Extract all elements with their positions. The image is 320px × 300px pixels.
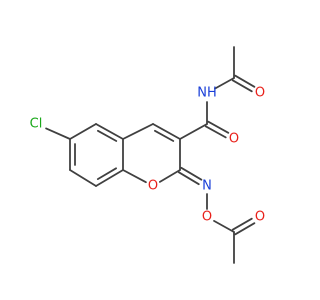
atom-label-o-ox: O — [202, 210, 212, 225]
bond-O_ring-C2 — [158, 169, 181, 183]
bond-C8a-O_ring — [122, 169, 147, 184]
bond-amideC-O2-a — [204, 125, 227, 139]
bond-O_ox-acylC2 — [213, 219, 235, 233]
bond-C8-C8a — [95, 169, 124, 187]
atom-label-cl: Cl — [30, 117, 43, 132]
atom-label-o-ring: O — [148, 179, 158, 194]
atom-label-o3: O — [255, 210, 265, 225]
bond-C4a-C5 — [95, 123, 124, 140]
bond-C3-C4 — [152, 123, 181, 140]
bond-acylC2-O3-a — [234, 222, 256, 236]
bond-amideC-O2-b — [207, 120, 230, 134]
bond-amideC-C3 — [179, 123, 208, 140]
bond-acylC1-O1-a — [231, 79, 253, 93]
atom-label-n-imine: N — [202, 179, 212, 194]
atom-label-o2: O — [229, 132, 239, 147]
bond-acylC2-O3-b — [231, 217, 253, 231]
atom-label-o1: O — [255, 86, 265, 101]
bond-acylC1-NH — [213, 77, 235, 90]
atom-label-nh: NH — [197, 86, 217, 101]
bond-layer — [45, 46, 256, 264]
bond-C2-N_imine-b — [180, 166, 203, 181]
bond-C5-C6 — [69, 123, 97, 140]
bond-C4a-C5-inner — [97, 129, 118, 142]
bond-C3-C4-inner — [153, 129, 175, 142]
bond-C6-Cl — [45, 127, 71, 140]
bond-C4-C4a — [122, 123, 154, 140]
bond-C7-C8 — [69, 169, 97, 187]
bond-C2-N_imine-a — [177, 171, 200, 186]
bond-acylC1-O1-b — [234, 74, 256, 88]
bond-C8-C8a-inner — [96, 167, 117, 181]
